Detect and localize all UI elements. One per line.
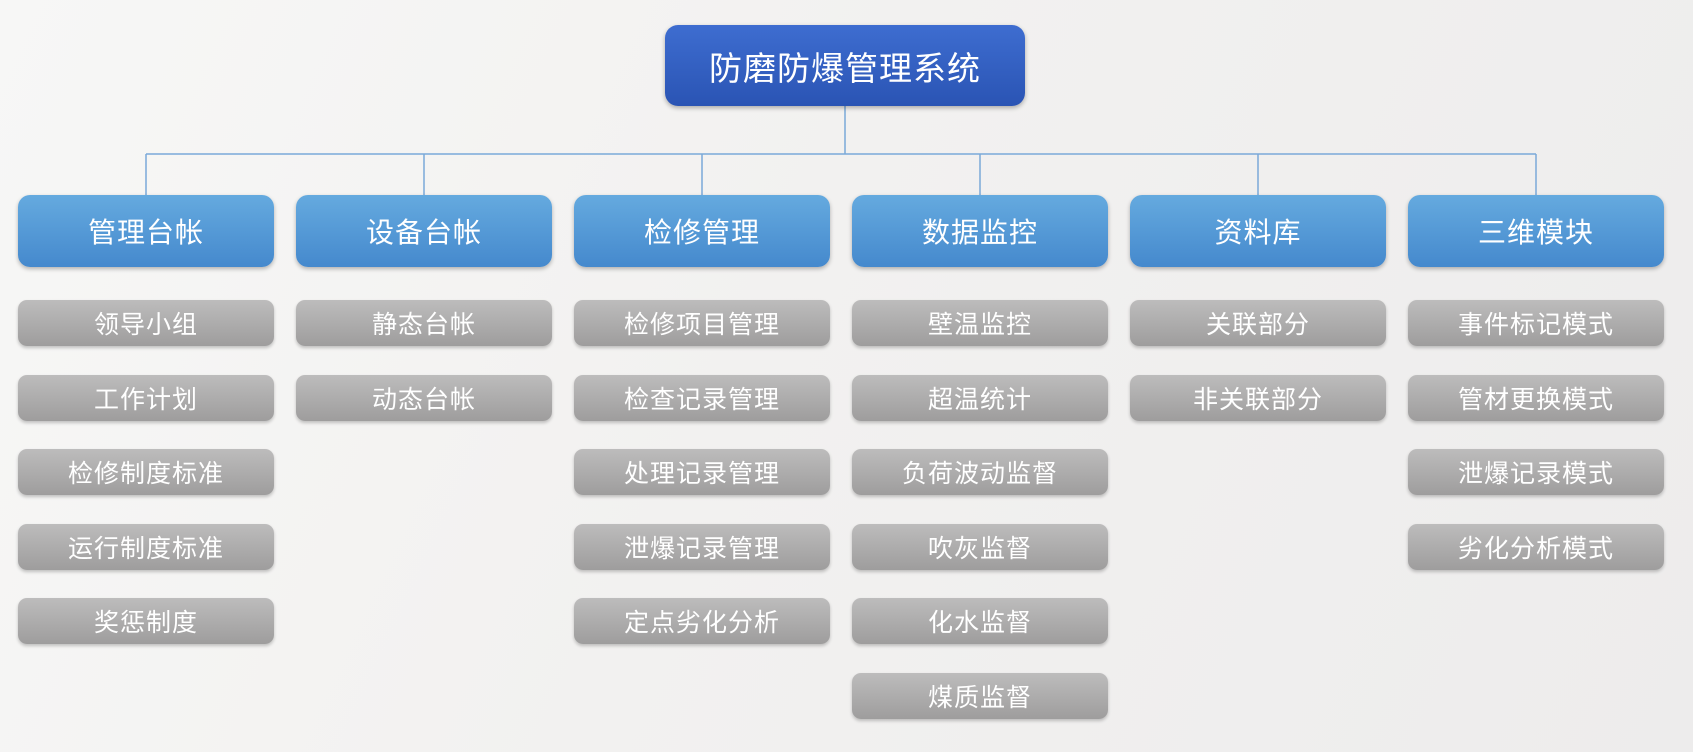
branch-column: 数据监控壁温监控超温统计负荷波动监督吹灰监督化水监督煤质监督	[852, 195, 1108, 719]
child-node: 泄爆记录模式	[1408, 449, 1664, 496]
branch-node: 资料库	[1130, 195, 1386, 267]
branch-node: 设备台帐	[296, 195, 552, 267]
child-node: 劣化分析模式	[1408, 523, 1664, 570]
root-node: 防磨防爆管理系统	[665, 25, 1025, 106]
child-node: 运行制度标准	[18, 523, 274, 570]
child-node: 奖惩制度	[18, 598, 274, 645]
branch-column: 设备台帐静态台帐动态台帐	[296, 195, 552, 421]
child-node: 壁温监控	[852, 300, 1108, 346]
child-node: 管材更换模式	[1408, 374, 1664, 421]
branch-column: 管理台帐领导小组工作计划检修制度标准运行制度标准奖惩制度	[18, 195, 274, 645]
child-node: 关联部分	[1130, 300, 1386, 346]
child-node: 领导小组	[18, 300, 274, 346]
child-node: 化水监督	[852, 598, 1108, 645]
child-node: 吹灰监督	[852, 523, 1108, 570]
branch-column: 检修管理检修项目管理检查记录管理处理记录管理泄爆记录管理定点劣化分析	[574, 195, 830, 645]
child-node: 事件标记模式	[1408, 300, 1664, 346]
child-node: 静态台帐	[296, 300, 552, 346]
child-node: 负荷波动监督	[852, 449, 1108, 496]
child-node: 定点劣化分析	[574, 598, 830, 645]
branch-node: 数据监控	[852, 195, 1108, 267]
child-node: 检修制度标准	[18, 449, 274, 496]
child-node: 检修项目管理	[574, 300, 830, 346]
branch-node: 三维模块	[1408, 195, 1664, 267]
branch-column: 资料库关联部分非关联部分	[1130, 195, 1386, 421]
child-node: 工作计划	[18, 374, 274, 421]
child-node: 非关联部分	[1130, 374, 1386, 421]
branch-node: 检修管理	[574, 195, 830, 267]
child-node: 动态台帐	[296, 374, 552, 421]
branch-column: 三维模块事件标记模式管材更换模式泄爆记录模式劣化分析模式	[1408, 195, 1664, 570]
child-node: 处理记录管理	[574, 449, 830, 496]
child-node: 检查记录管理	[574, 374, 830, 421]
child-node: 泄爆记录管理	[574, 523, 830, 570]
child-node: 煤质监督	[852, 672, 1108, 719]
child-node: 超温统计	[852, 374, 1108, 421]
branch-node: 管理台帐	[18, 195, 274, 267]
